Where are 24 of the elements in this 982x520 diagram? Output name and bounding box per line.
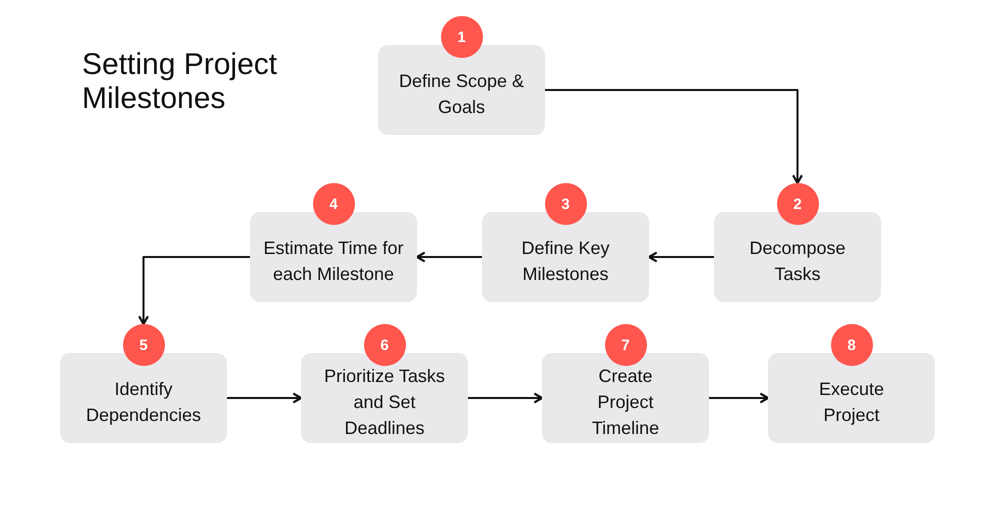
arrow <box>468 392 544 404</box>
step-number-badge: 1 <box>440 16 482 58</box>
arrow <box>545 89 803 184</box>
step-number-badge: 5 <box>122 324 164 366</box>
step-label: Prioritize Tasks and Set Deadlines <box>323 365 446 440</box>
arrow <box>709 392 770 404</box>
step-number-badge: 8 <box>830 324 872 366</box>
step-label: Estimate Time for each Milestone <box>262 237 405 286</box>
step-number-badge: 2 <box>776 183 818 225</box>
step-label: Define Key Milestones <box>520 237 611 286</box>
arrow <box>416 252 482 262</box>
step-label: Execute Project <box>818 378 886 427</box>
step-number-badge: 3 <box>544 183 586 225</box>
step-number-badge: 6 <box>364 324 406 366</box>
step-number-badge: 7 <box>604 324 646 366</box>
arrow <box>648 252 714 262</box>
arrow <box>138 256 250 326</box>
step-label: Identify Dependencies <box>84 378 202 427</box>
step-number-badge: 4 <box>312 183 354 225</box>
step-label: Create Project Timeline <box>590 365 660 440</box>
arrow <box>227 392 302 404</box>
diagram-title: Setting Project Milestones <box>82 48 278 116</box>
step-label: Decompose Tasks <box>748 237 847 286</box>
step-label: Define Scope & Goals <box>398 70 526 119</box>
